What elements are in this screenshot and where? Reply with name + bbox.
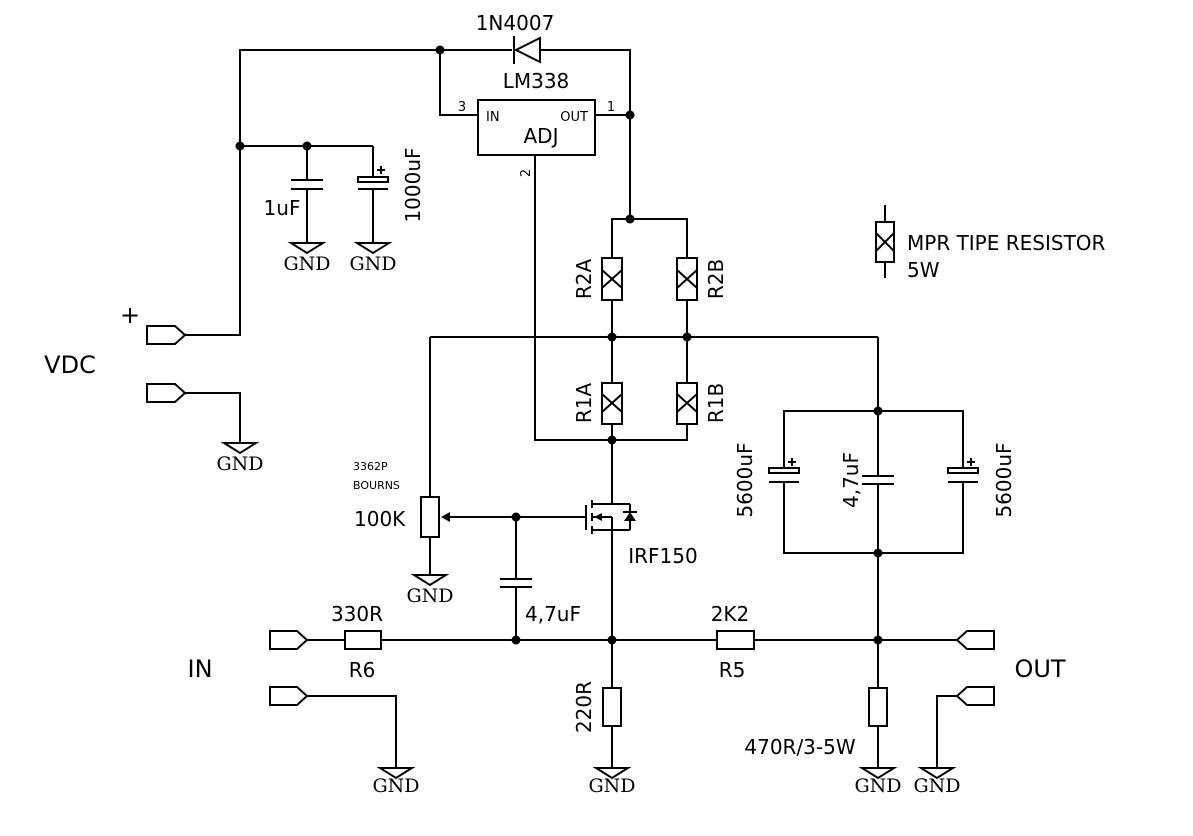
r6-value-label: 330R <box>331 602 383 626</box>
pot-model-label: 3362P <box>353 460 388 473</box>
out-label: OUT <box>1014 655 1065 683</box>
pin-1-label: 1 <box>607 100 615 115</box>
resistor-r1b: R1B <box>676 382 728 425</box>
gnd-source: GND <box>588 767 636 797</box>
svg-text:GND: GND <box>913 775 960 797</box>
r1a-label: R1A <box>572 383 596 424</box>
gnd-pot: GND <box>406 574 454 607</box>
resistor-r5: 2K2 R5 <box>711 602 755 682</box>
gnd-cap-1000uf: GND <box>349 242 397 275</box>
svg-text:GND: GND <box>216 453 263 475</box>
gnd-cap-1uf: GND <box>283 242 331 275</box>
regulator-label: LM338 <box>503 69 570 93</box>
r5-value-label: 2K2 <box>711 602 750 626</box>
resistor-r6: 330R R6 <box>331 602 383 682</box>
resistor-r2b: R2B <box>676 257 728 301</box>
svg-text:GND: GND <box>349 253 396 275</box>
svg-text:GND: GND <box>372 775 419 797</box>
legend-mpr-resistor: MPR TIPE RESISTOR 5W <box>875 221 1106 282</box>
gnd-out: GND <box>913 767 961 797</box>
r1b-label: R1B <box>704 383 728 423</box>
resistor-220r: 220R <box>572 681 622 733</box>
capacitor-1000uf: 1000uF <box>357 147 425 223</box>
mosfet-irf150: IRF150 <box>585 500 698 568</box>
svg-text:GND: GND <box>588 775 635 797</box>
gnd-load: GND <box>854 767 902 797</box>
pot-brand-label: BOURNS <box>353 479 400 492</box>
legend-line-1: MPR TIPE RESISTOR <box>907 231 1106 255</box>
vdc-label: VDC <box>44 351 96 379</box>
in-label: IN <box>187 655 212 683</box>
gate-cap-label: 4,7uF <box>525 602 581 626</box>
terminal-in-signal <box>269 630 309 650</box>
mosfet-label: IRF150 <box>628 544 697 568</box>
resistor-r2a: R2A <box>572 257 623 301</box>
junction-dots <box>235 45 883 645</box>
capacitor-gate-4-7uf: 4,7uF <box>500 578 581 626</box>
gnd-vdc: GND <box>216 442 264 475</box>
r5-name-label: R5 <box>719 658 746 682</box>
r2a-label: R2A <box>572 259 596 300</box>
vdc-plus-sign: + <box>120 301 140 329</box>
terminal-out-ground <box>955 686 995 706</box>
svg-text:GND: GND <box>854 775 901 797</box>
capacitor-1uf: 1uF <box>264 179 323 220</box>
capacitor-5600uf-right: 5600uF <box>947 442 1016 518</box>
terminal-out-signal <box>955 630 995 650</box>
regulator-out-pin: OUT <box>560 110 588 125</box>
terminal-vdc-plus <box>146 325 187 345</box>
r2b-label: R2B <box>704 259 728 299</box>
cap-out-right-label: 5600uF <box>992 442 1016 517</box>
r-load-label: 470R/3-5W <box>744 735 855 759</box>
ground-symbols: GND GND GND GND GND GND GND GND <box>216 242 961 797</box>
r-source-label: 220R <box>572 681 596 733</box>
terminal-in-ground <box>269 686 309 706</box>
regulator-in-pin: IN <box>486 110 500 125</box>
svg-text:GND: GND <box>406 585 453 607</box>
resistor-r1a: R1A <box>572 382 623 425</box>
pin-3-label: 3 <box>458 100 466 115</box>
potentiometer-100k: 3362P BOURNS 100K <box>353 460 458 538</box>
resistor-470r: 470R/3-5W <box>744 687 888 759</box>
cap-1uf-label: 1uF <box>264 196 301 220</box>
diode-label: 1N4007 <box>476 11 555 35</box>
cap-1000uf-label: 1000uF <box>401 147 425 222</box>
capacitor-4-7uf-mid: 4,7uF <box>839 452 894 508</box>
pot-value-label: 100K <box>354 507 406 531</box>
cap-out-mid-label: 4,7uF <box>839 452 863 508</box>
gnd-in: GND <box>372 767 420 797</box>
terminals <box>146 325 995 706</box>
diode-1n4007: 1N4007 <box>476 11 555 64</box>
regulator-lm338: LM338 IN OUT ADJ 3 1 2 <box>458 69 615 177</box>
r6-name-label: R6 <box>349 658 376 682</box>
pin-2-label: 2 <box>519 169 534 177</box>
capacitor-5600uf-left: 5600uF <box>733 442 800 518</box>
terminal-vdc-minus <box>146 383 187 403</box>
cap-out-left-label: 5600uF <box>733 442 757 517</box>
regulator-adj-pin: ADJ <box>524 124 559 148</box>
legend-line-2: 5W <box>907 258 940 282</box>
svg-text:GND: GND <box>283 253 330 275</box>
